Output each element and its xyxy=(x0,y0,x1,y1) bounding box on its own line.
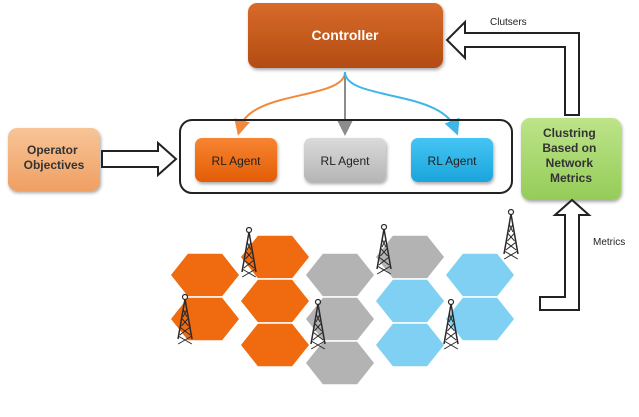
rl-agent-2-box[interactable] xyxy=(304,138,386,182)
hex-cell xyxy=(304,252,376,298)
clustering-line-3: Network xyxy=(546,156,594,170)
operator-line-1: Operator xyxy=(27,143,78,157)
cell-tower-icon xyxy=(177,293,193,345)
arrow-clustering-to-controller xyxy=(445,19,580,116)
rl-agent-3-label: RL Agent xyxy=(428,154,478,168)
arrow-controller-agent-blue xyxy=(344,71,460,136)
clustering-label: Clustring Based on Network Metrics xyxy=(542,126,599,185)
towers xyxy=(177,208,519,350)
cell-tower-icon xyxy=(310,298,326,350)
arrow-metrics-to-clustering xyxy=(539,198,592,311)
cell-grid xyxy=(169,234,516,386)
clustering-box[interactable] xyxy=(521,118,621,200)
hex-cell xyxy=(304,340,376,386)
rl-agent-1-label: RL Agent xyxy=(212,154,262,168)
controller-box[interactable] xyxy=(248,3,443,68)
rl-agent-2-label: RL Agent xyxy=(321,154,371,168)
agents-container xyxy=(179,119,513,194)
clustering-line-2: Based on xyxy=(542,141,596,155)
controller-label: Controller xyxy=(312,27,379,43)
clusters-edge-label: Clutsers xyxy=(490,17,527,28)
hex-cell xyxy=(444,252,516,298)
clustering-line-1: Clustring xyxy=(543,126,596,140)
clustering-line-4: Metrics xyxy=(550,171,592,185)
hex-cell xyxy=(239,278,311,324)
hex-cell xyxy=(239,322,311,368)
rl-agent-3-box[interactable] xyxy=(411,138,493,182)
metrics-edge-label: Metrics xyxy=(593,237,625,248)
operator-objectives-label: Operator Objectives xyxy=(24,143,85,172)
hex-cell xyxy=(169,252,241,298)
arrow-controller-agent-orange xyxy=(234,71,346,136)
rl-agent-1-box[interactable] xyxy=(195,138,277,182)
cell-tower-icon xyxy=(376,223,392,275)
cell-tower-icon xyxy=(503,208,519,260)
cell-tower-icon xyxy=(443,298,459,350)
operator-line-2: Objectives xyxy=(24,158,85,172)
arrow-operator-to-agents xyxy=(101,140,178,178)
cell-tower-icon xyxy=(241,226,257,278)
hex-cell xyxy=(374,322,446,368)
hex-cell xyxy=(374,278,446,324)
operator-objectives-box[interactable] xyxy=(8,128,100,191)
hex-cell xyxy=(444,296,516,342)
